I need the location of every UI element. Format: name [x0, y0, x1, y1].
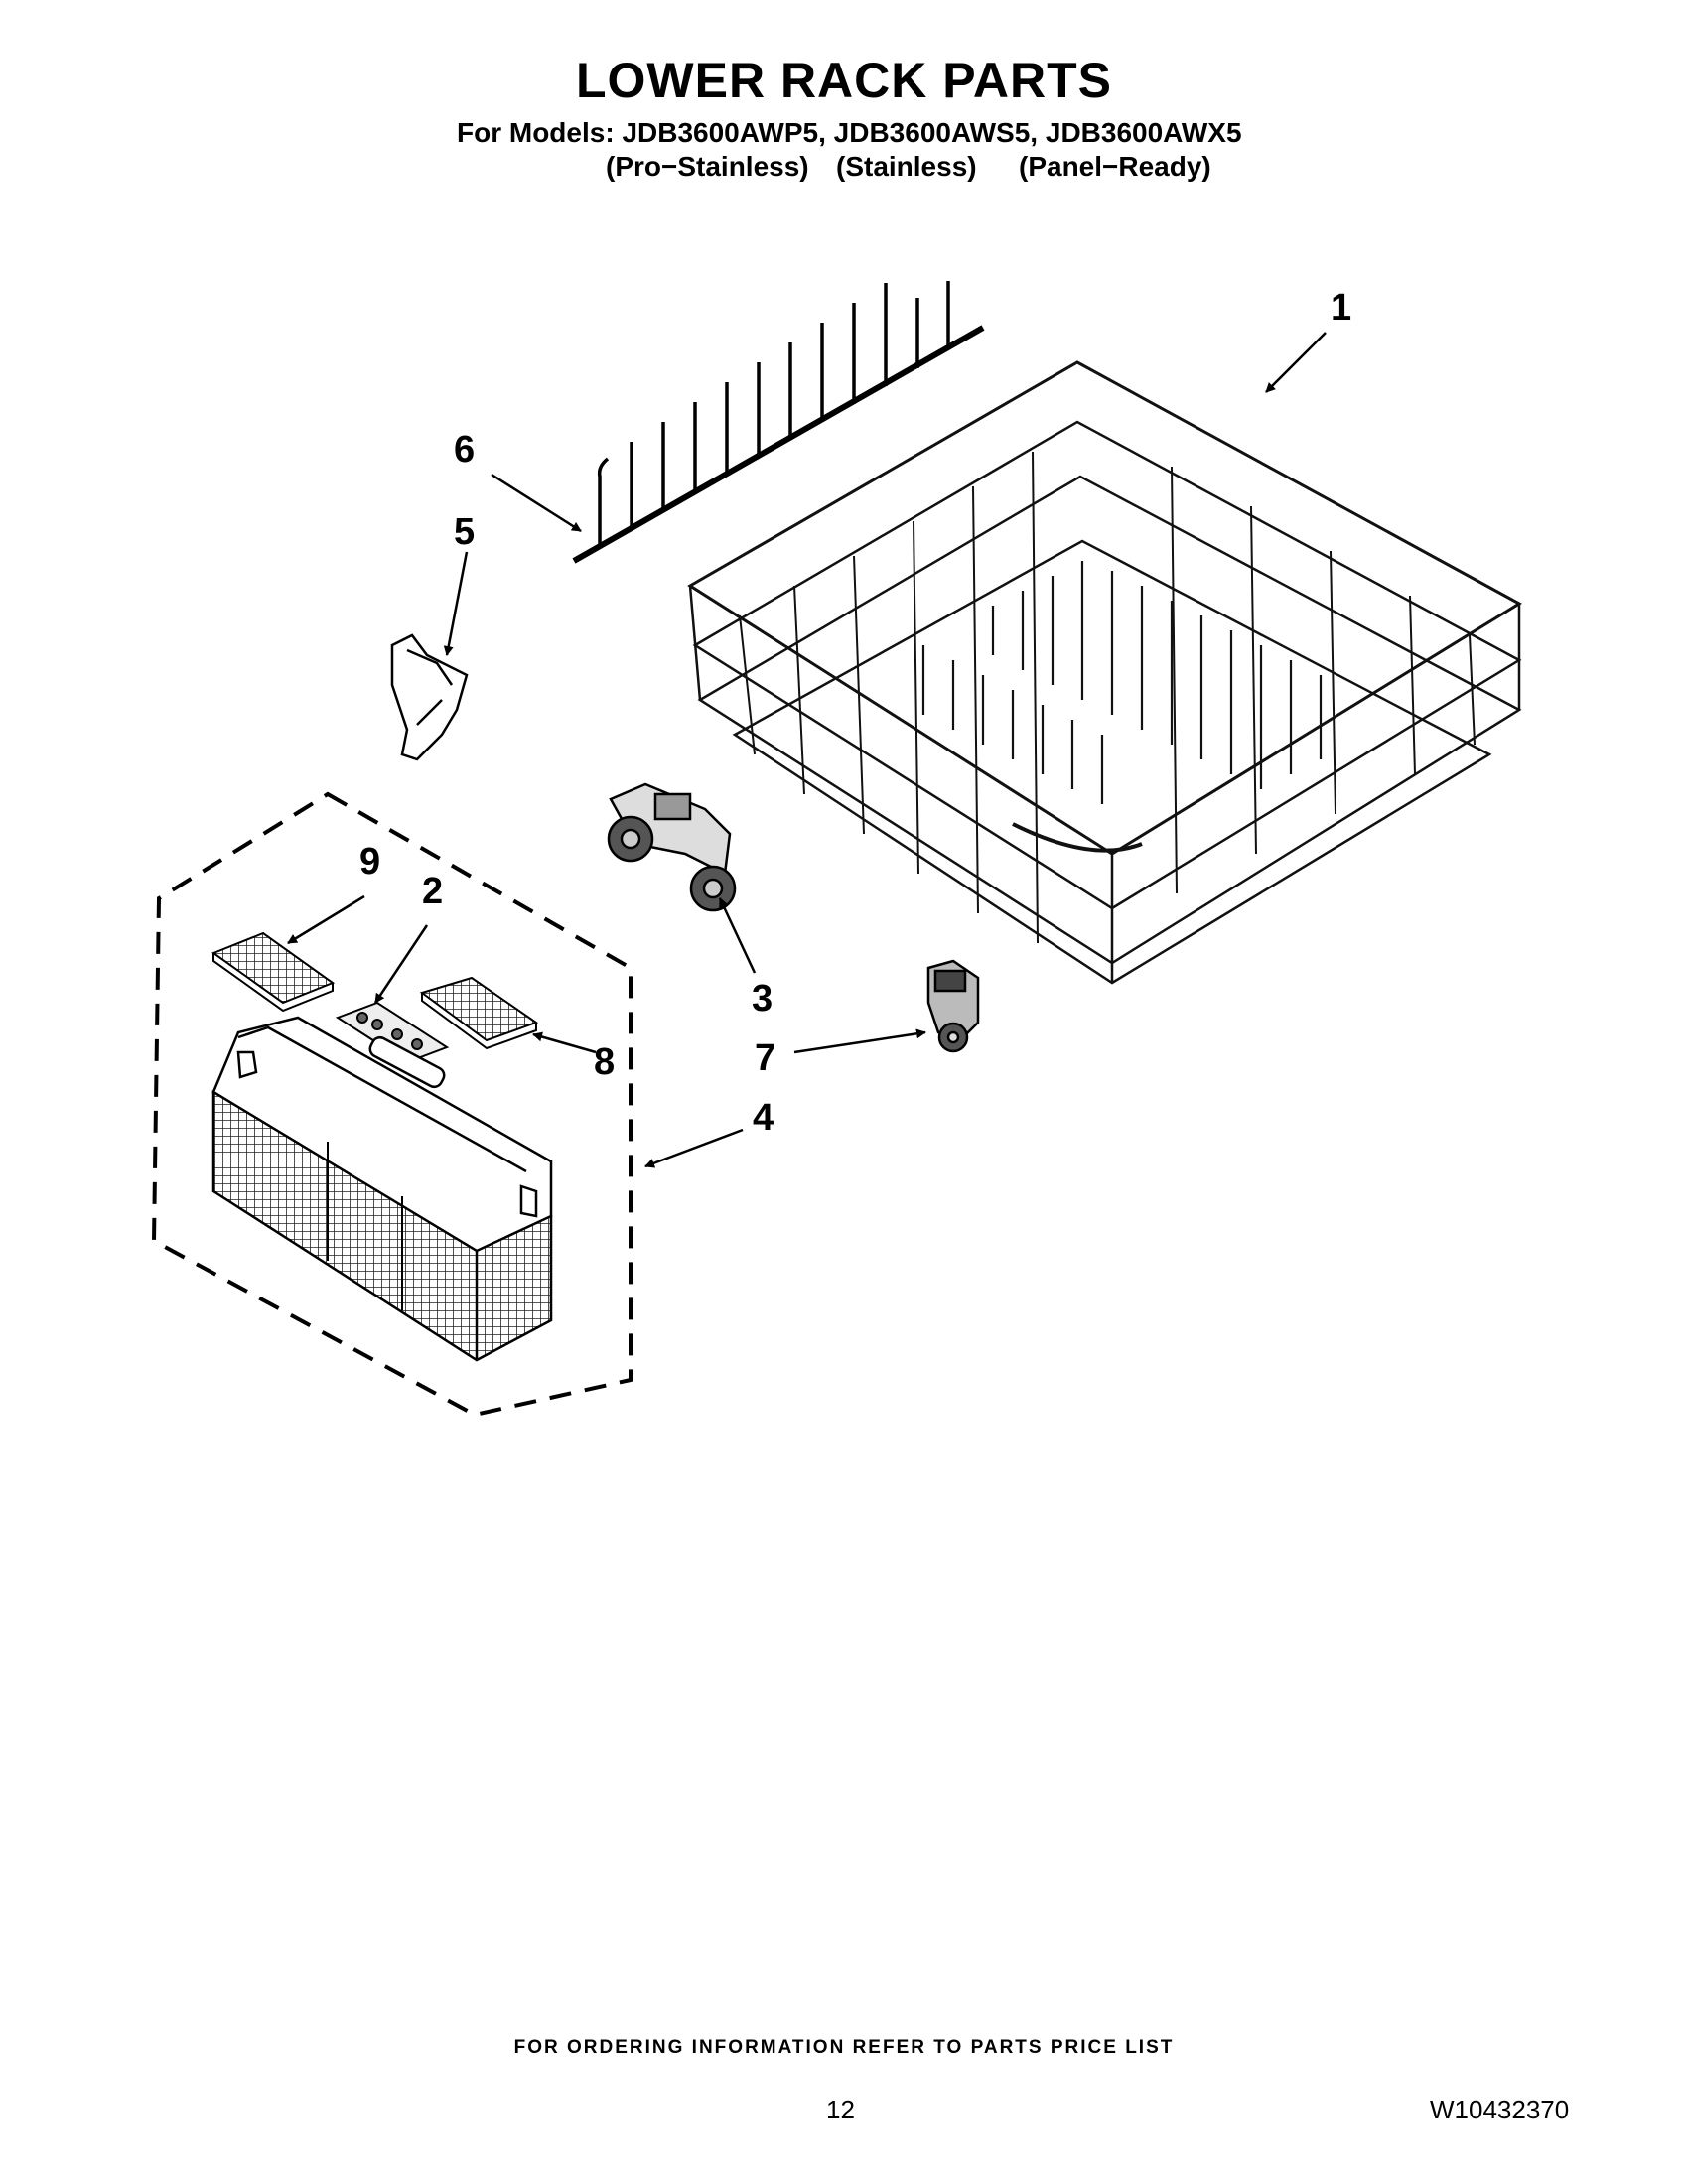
variant-stainless: (Stainless) [836, 151, 977, 182]
callout-9: 9 [359, 841, 380, 883]
callout-6: 6 [454, 429, 475, 471]
callout-1: 1 [1331, 287, 1351, 329]
basket-cover-part-9 [211, 931, 336, 1013]
basket-group-outline [151, 791, 633, 1418]
document-id: W10432370 [1430, 2095, 1570, 2124]
roller-assembly-part [607, 782, 737, 912]
variant-panel-ready: (Panel−Ready) [1019, 151, 1211, 182]
silverware-basket-part [211, 1016, 553, 1362]
ordering-note: FOR ORDERING INFORMATION REFER TO PARTS … [513, 2037, 1175, 2058]
models-line: For Models: JDB3600AWP5, JDB3600AWS5, JD… [457, 117, 1242, 148]
lower-rack-part [687, 360, 1522, 985]
callout-5: 5 [454, 511, 475, 553]
page-title: LOWER RACK PARTS [575, 53, 1113, 108]
callout-4: 4 [753, 1097, 774, 1139]
rack-stop-part [926, 959, 980, 1053]
callout-7: 7 [755, 1037, 775, 1079]
rack-clip-part [390, 633, 469, 761]
leader-lines [287, 332, 1327, 1168]
basket-cover-part-8 [419, 976, 539, 1050]
variant-pro-stainless: (Pro−Stainless) [606, 151, 809, 182]
page-number: 12 [826, 2095, 855, 2124]
tine-row-part [572, 281, 985, 564]
callout-3: 3 [752, 978, 773, 1020]
callout-2: 2 [422, 871, 443, 912]
callout-8: 8 [594, 1041, 615, 1083]
